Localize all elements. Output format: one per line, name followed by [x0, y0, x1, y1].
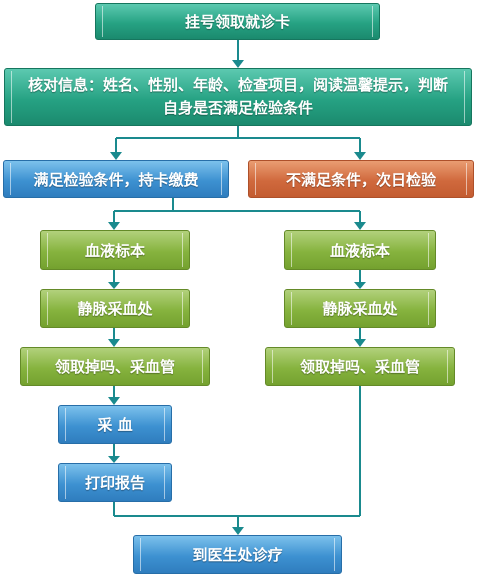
left-blood-sample-node: 血液标本: [40, 230, 190, 270]
left-get-code-node: 领取掉吗、采血管: [20, 347, 210, 386]
see-doctor-node: 到医生处诊疗: [133, 535, 342, 574]
arrow-left-1: [108, 282, 120, 289]
draw-blood-node: 采 血: [58, 405, 172, 444]
print-report-node: 打印报告: [58, 463, 172, 502]
verify-info-node: 核对信息：姓名、性别、年龄、检查项目，阅读温馨提示，判断自身是否满足检验条件: [4, 68, 472, 126]
meets-conditions-node: 满足检验条件，持卡缴费: [3, 160, 229, 198]
arrow-to-right-blood-sample: [354, 222, 366, 230]
arrow-left-2: [108, 339, 120, 347]
not-meets-conditions-node: 不满足条件，次日检验: [248, 160, 474, 198]
arrow-to-not-meets: [354, 152, 366, 160]
arrow-left-3: [108, 397, 120, 405]
arrow-to-doctor: [232, 527, 244, 535]
arrow-to-meets: [110, 152, 122, 160]
arrow-to-verify: [232, 60, 244, 68]
arrow-right-2: [354, 339, 366, 347]
right-venous-site-node: 静脉采血处: [284, 289, 436, 328]
register-node: 挂号领取就诊卡: [95, 3, 380, 40]
arrow-to-left-blood-sample: [108, 222, 120, 230]
right-blood-sample-node: 血液标本: [284, 230, 436, 270]
arrow-left-4: [108, 456, 120, 463]
arrow-right-1: [354, 282, 366, 289]
left-venous-site-node: 静脉采血处: [40, 289, 190, 328]
right-get-code-node: 领取掉吗、采血管: [265, 347, 455, 386]
